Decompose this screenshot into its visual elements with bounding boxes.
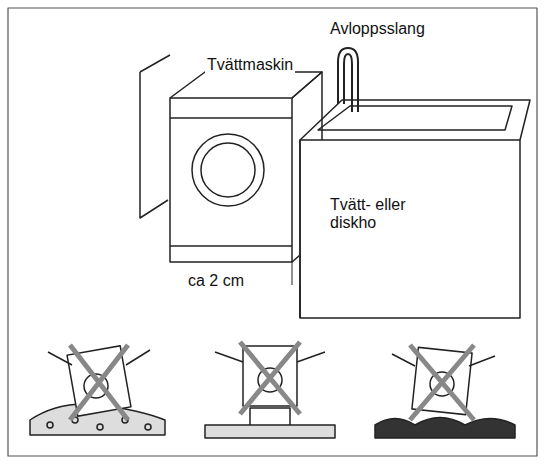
- wall: [140, 72, 168, 218]
- hose-label: Avloppsslang: [330, 20, 425, 38]
- frame: [8, 8, 537, 456]
- gap-marker: [292, 262, 300, 318]
- dimension-label: ca 2 cm: [186, 272, 246, 290]
- wall: [140, 55, 170, 72]
- washing-machine: [170, 72, 322, 262]
- drain-hose: [338, 48, 358, 112]
- sink-cabinet: [300, 100, 530, 318]
- bad-placement-pedestal: [205, 342, 335, 438]
- bad-placement-gravel: [30, 345, 165, 435]
- bad-placement-carpet: [375, 345, 515, 438]
- sink-label: Tvätt- eller diskho: [330, 196, 435, 233]
- machine-label: Tvättmaskin: [205, 56, 295, 74]
